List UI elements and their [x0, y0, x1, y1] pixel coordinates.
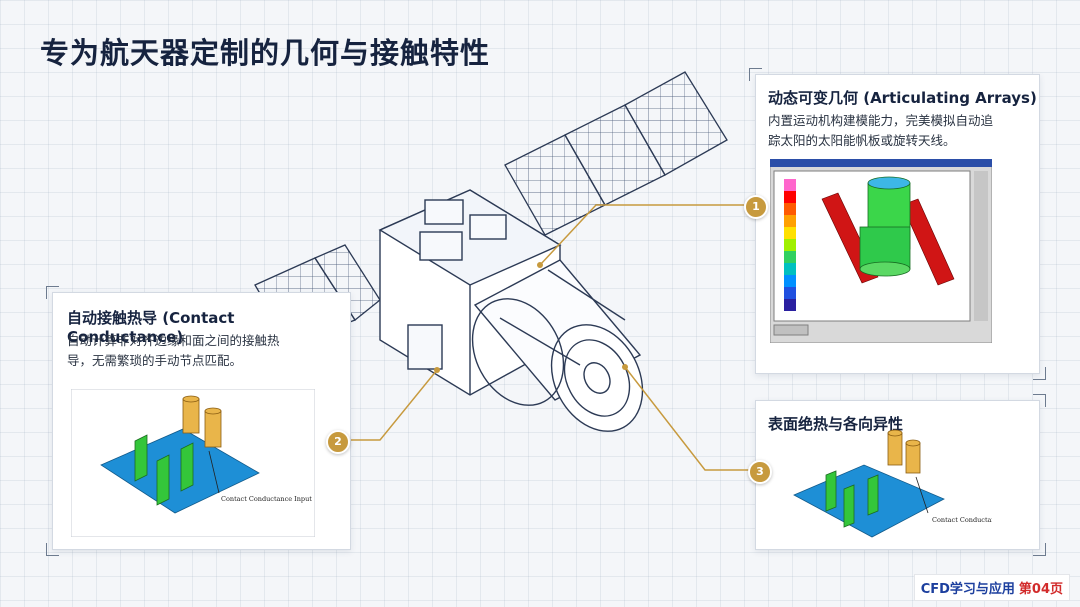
contact-conductance-figure: Contact Conductance Input: [71, 389, 315, 537]
footer-page-number: 第04页: [1018, 582, 1063, 597]
panel-contact-conductance: 自动接触热导 (Contact Conductance) 自动计算非对齐边缘和面…: [46, 286, 351, 556]
panel-title: 动态可变几何 (Articulating Arrays): [768, 89, 1037, 107]
surface-insulation-figure: Contact Conductance Input: [793, 429, 992, 538]
panel-description: 内置运动机构建模能力，完美模拟自动追 踪太阳的太阳能帆板或旋转天线。: [768, 113, 994, 148]
callout-marker-2: 2: [326, 430, 350, 454]
page-footer: CFD学习与应用第04页: [913, 574, 1070, 601]
solar-array-upper: [504, 71, 728, 251]
panel-surface-insulation: 表面绝热与各向异性 Contact Conductance Input: [755, 394, 1046, 556]
page-title: 专为航天器定制的几何与接触特性: [40, 36, 491, 70]
satellite-bus: [378, 189, 573, 396]
figure-label: Contact Conductance Input: [221, 495, 312, 503]
panel-title: 自动接触热导 (Contact Conductance): [67, 309, 235, 346]
panel-description: 自动计算非对齐边缘和面之间的接触热 导，无需繁琐的手动节点匹配。: [67, 333, 280, 368]
footer-label: CFD学习与应用: [920, 582, 1015, 597]
panel-articulating-arrays: 动态可变几何 (Articulating Arrays) 内置运动机构建模能力，…: [749, 68, 1046, 380]
callout-leaders: [338, 204, 750, 471]
panel-title: 表面绝热与各向异性: [768, 415, 904, 433]
telescope-barrel: [471, 259, 644, 432]
thermal-result-screenshot: [770, 159, 992, 343]
figure-label: Contact Conductance Input: [932, 516, 992, 524]
callout-marker-1: 1: [744, 195, 768, 219]
callout-marker-3: 3: [748, 460, 772, 484]
